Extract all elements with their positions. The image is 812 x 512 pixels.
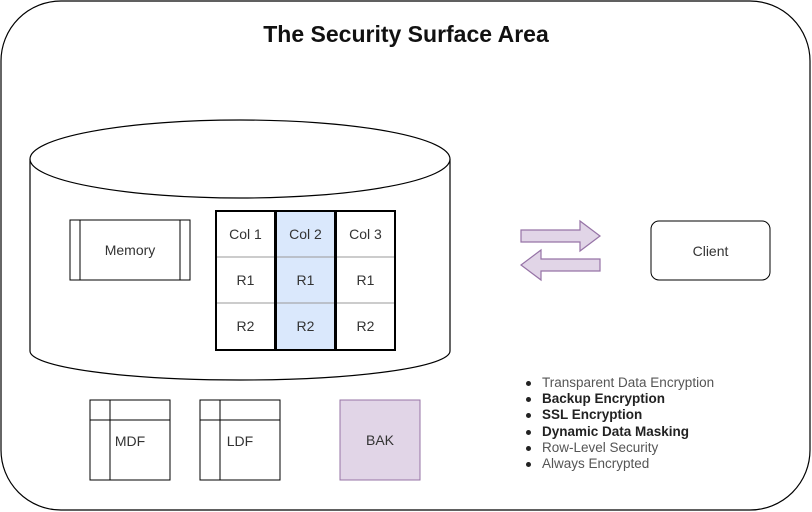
table-column-3 <box>335 210 396 351</box>
diagram-title: The Security Surface Area <box>263 21 549 47</box>
memory-label: Memory <box>104 242 156 258</box>
list-item: Row-Level Security <box>524 440 714 456</box>
client-box <box>650 220 771 281</box>
table-cell: R2 <box>236 318 255 334</box>
list-item: Dynamic Data Masking <box>524 424 714 440</box>
ldf-label: LDF <box>226 433 254 449</box>
mdf-file <box>89 399 171 481</box>
table-header-col-1: Col 1 <box>229 226 262 242</box>
memory-box <box>69 219 191 281</box>
list-item: SSL Encryption <box>524 407 714 423</box>
cylinder-top <box>29 119 451 199</box>
table-cell: R1 <box>236 272 255 288</box>
table-cell: R2 <box>356 318 375 334</box>
table-header-col-3: Col 3 <box>349 226 382 242</box>
list-item: Always Encrypted <box>524 456 714 472</box>
table-cell: R2 <box>296 318 315 334</box>
bak-label: BAK <box>365 432 394 448</box>
table-header-col-2: Col 2 <box>289 226 322 242</box>
client-label: Client <box>692 242 729 259</box>
ldf-file <box>199 399 281 481</box>
bak-file <box>339 399 421 481</box>
table-column-1 <box>215 210 276 351</box>
mdf-label: MDF <box>114 433 146 449</box>
data-table <box>215 210 396 351</box>
list-item: Backup Encryption <box>524 391 714 407</box>
list-item: Transparent Data Encryption <box>524 375 714 391</box>
arrow-left-icon <box>520 248 601 282</box>
arrow-right-icon <box>520 219 601 253</box>
table-cell: R1 <box>356 272 375 288</box>
security-features-list: Transparent Data Encryption Backup Encry… <box>524 375 714 472</box>
table-cell: R1 <box>296 272 315 288</box>
